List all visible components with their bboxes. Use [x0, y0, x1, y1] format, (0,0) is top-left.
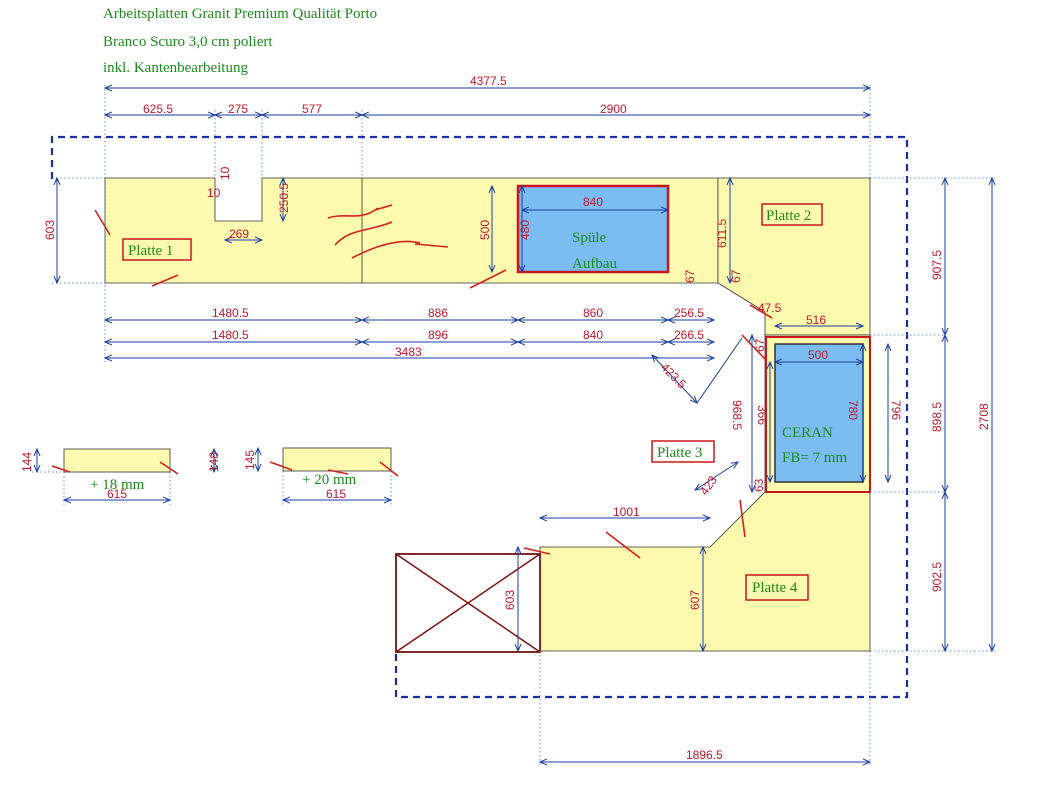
dim-611: 611.5 — [715, 219, 729, 248]
dim-2900: 2900 — [600, 102, 627, 116]
strip-left-label: + 18 mm — [90, 477, 145, 493]
dim-10a: 10 — [207, 186, 221, 200]
dim-423b: 423 — [697, 473, 720, 498]
sink-label-1: Spüle — [572, 230, 607, 246]
strip-mark-3 — [269, 461, 293, 471]
edge-mark-7 — [749, 304, 773, 319]
title-line-1: Arbeitsplatten Granit Premium Qualität P… — [103, 6, 378, 22]
strip-dim-145: 145 — [243, 450, 257, 470]
dim-10b: 10 — [218, 166, 232, 180]
dim-500-sink: 500 — [478, 220, 492, 240]
title-line-2: Branco Scuro 3,0 cm poliert — [103, 34, 273, 50]
strip-left — [63, 448, 171, 473]
dim-886: 886 — [428, 306, 448, 320]
strip-dim-615a: 615 — [107, 487, 127, 501]
hob-frame — [765, 336, 871, 493]
dim-total-width: 4377.5 — [470, 74, 507, 88]
sink-cutout — [516, 184, 670, 274]
dim-480: 480 — [518, 220, 532, 240]
strip-dim-148: 148 — [207, 452, 221, 472]
appliance-box — [395, 553, 541, 653]
strip-right — [282, 447, 392, 472]
hob-cutout — [774, 343, 864, 483]
strip-dim-144: 144 — [20, 452, 34, 472]
sink-label-2: Aufbau — [572, 256, 617, 272]
dim-269: 269 — [229, 227, 249, 241]
platte-1-box — [122, 238, 192, 261]
dim-1480b: 1480.5 — [212, 328, 249, 342]
dim-500-hob: 500 — [808, 348, 828, 362]
dim-907: 907.5 — [930, 250, 944, 280]
dim-2708: 2708 — [977, 403, 991, 430]
dim-898: 898.5 — [930, 402, 944, 432]
dim-625: 625.5 — [143, 102, 173, 116]
dim-47: 47.5 — [758, 301, 782, 315]
dim-516: 516 — [806, 313, 826, 327]
dim-3483: 3483 — [395, 345, 422, 359]
edge-mark-3 — [469, 269, 507, 289]
dim-577: 577 — [302, 102, 322, 116]
title-line-3: inkl. Kantenbearbeitung — [103, 60, 248, 76]
platte-4-box — [745, 574, 809, 601]
kitchen-outline — [50, 135, 909, 699]
platte-2-label: Platte 2 — [766, 208, 811, 224]
platte-3-label: Platte 3 — [657, 445, 702, 461]
edge-mark-5 — [739, 499, 746, 538]
dim-840-top: 840 — [583, 195, 603, 209]
platte-4-label: Platte 4 — [752, 580, 798, 596]
platte-3-box — [651, 440, 715, 463]
strip-dim-lines — [32, 448, 391, 505]
strip-mark-2 — [159, 461, 179, 475]
hob-label-2: FB= 7 mm — [782, 450, 847, 466]
dim-1001: 1001 — [613, 505, 640, 519]
dim-796: 796 — [889, 400, 903, 420]
dim-275: 275 — [228, 102, 248, 116]
strip-mark-4 — [327, 469, 349, 475]
dim-860: 860 — [583, 306, 603, 320]
hob-label-1: CERAN — [782, 425, 833, 441]
edge-mark-1 — [94, 209, 111, 236]
dim-366: 366 — [755, 405, 769, 425]
dim-67c: 67 — [753, 338, 767, 352]
dim-423a: 423.5 — [658, 360, 689, 391]
edge-mark-6 — [523, 547, 551, 555]
dim-603-left: 603 — [43, 220, 57, 240]
dim-780: 780 — [846, 400, 860, 420]
dim-840-b: 840 — [583, 328, 603, 342]
dim-256: 256.5 — [674, 306, 704, 320]
dim-67b: 67 — [729, 269, 743, 283]
dim-1480a: 1480.5 — [212, 306, 249, 320]
vein-marks — [327, 204, 449, 259]
dimension-lines — [57, 88, 992, 762]
dim-63: 63 — [752, 478, 766, 492]
dim-968: 968.5 — [730, 400, 744, 430]
platte-2-box — [761, 203, 823, 226]
dim-603-p4: 603 — [503, 590, 517, 610]
extension-lines — [52, 85, 995, 765]
strip-dim-615b: 615 — [326, 487, 346, 501]
platte-4-slab — [539, 491, 871, 652]
platte-2-slab — [717, 177, 871, 336]
dim-266: 266.5 — [674, 328, 704, 342]
edge-mark-4 — [605, 531, 641, 559]
dim-902: 902.5 — [930, 562, 944, 592]
dim-1896: 1896.5 — [686, 748, 723, 762]
dim-896: 896 — [428, 328, 448, 342]
strip-mark-5 — [379, 461, 399, 477]
platte-1-label: Platte 1 — [128, 243, 173, 259]
strip-right-label: + 20 mm — [302, 472, 357, 488]
dim-67a: 67 — [683, 269, 697, 283]
dim-250: 250.5 — [277, 183, 291, 213]
edge-mark-2 — [151, 274, 179, 287]
strip-mark-1 — [51, 465, 71, 473]
dim-607: 607 — [688, 590, 702, 610]
